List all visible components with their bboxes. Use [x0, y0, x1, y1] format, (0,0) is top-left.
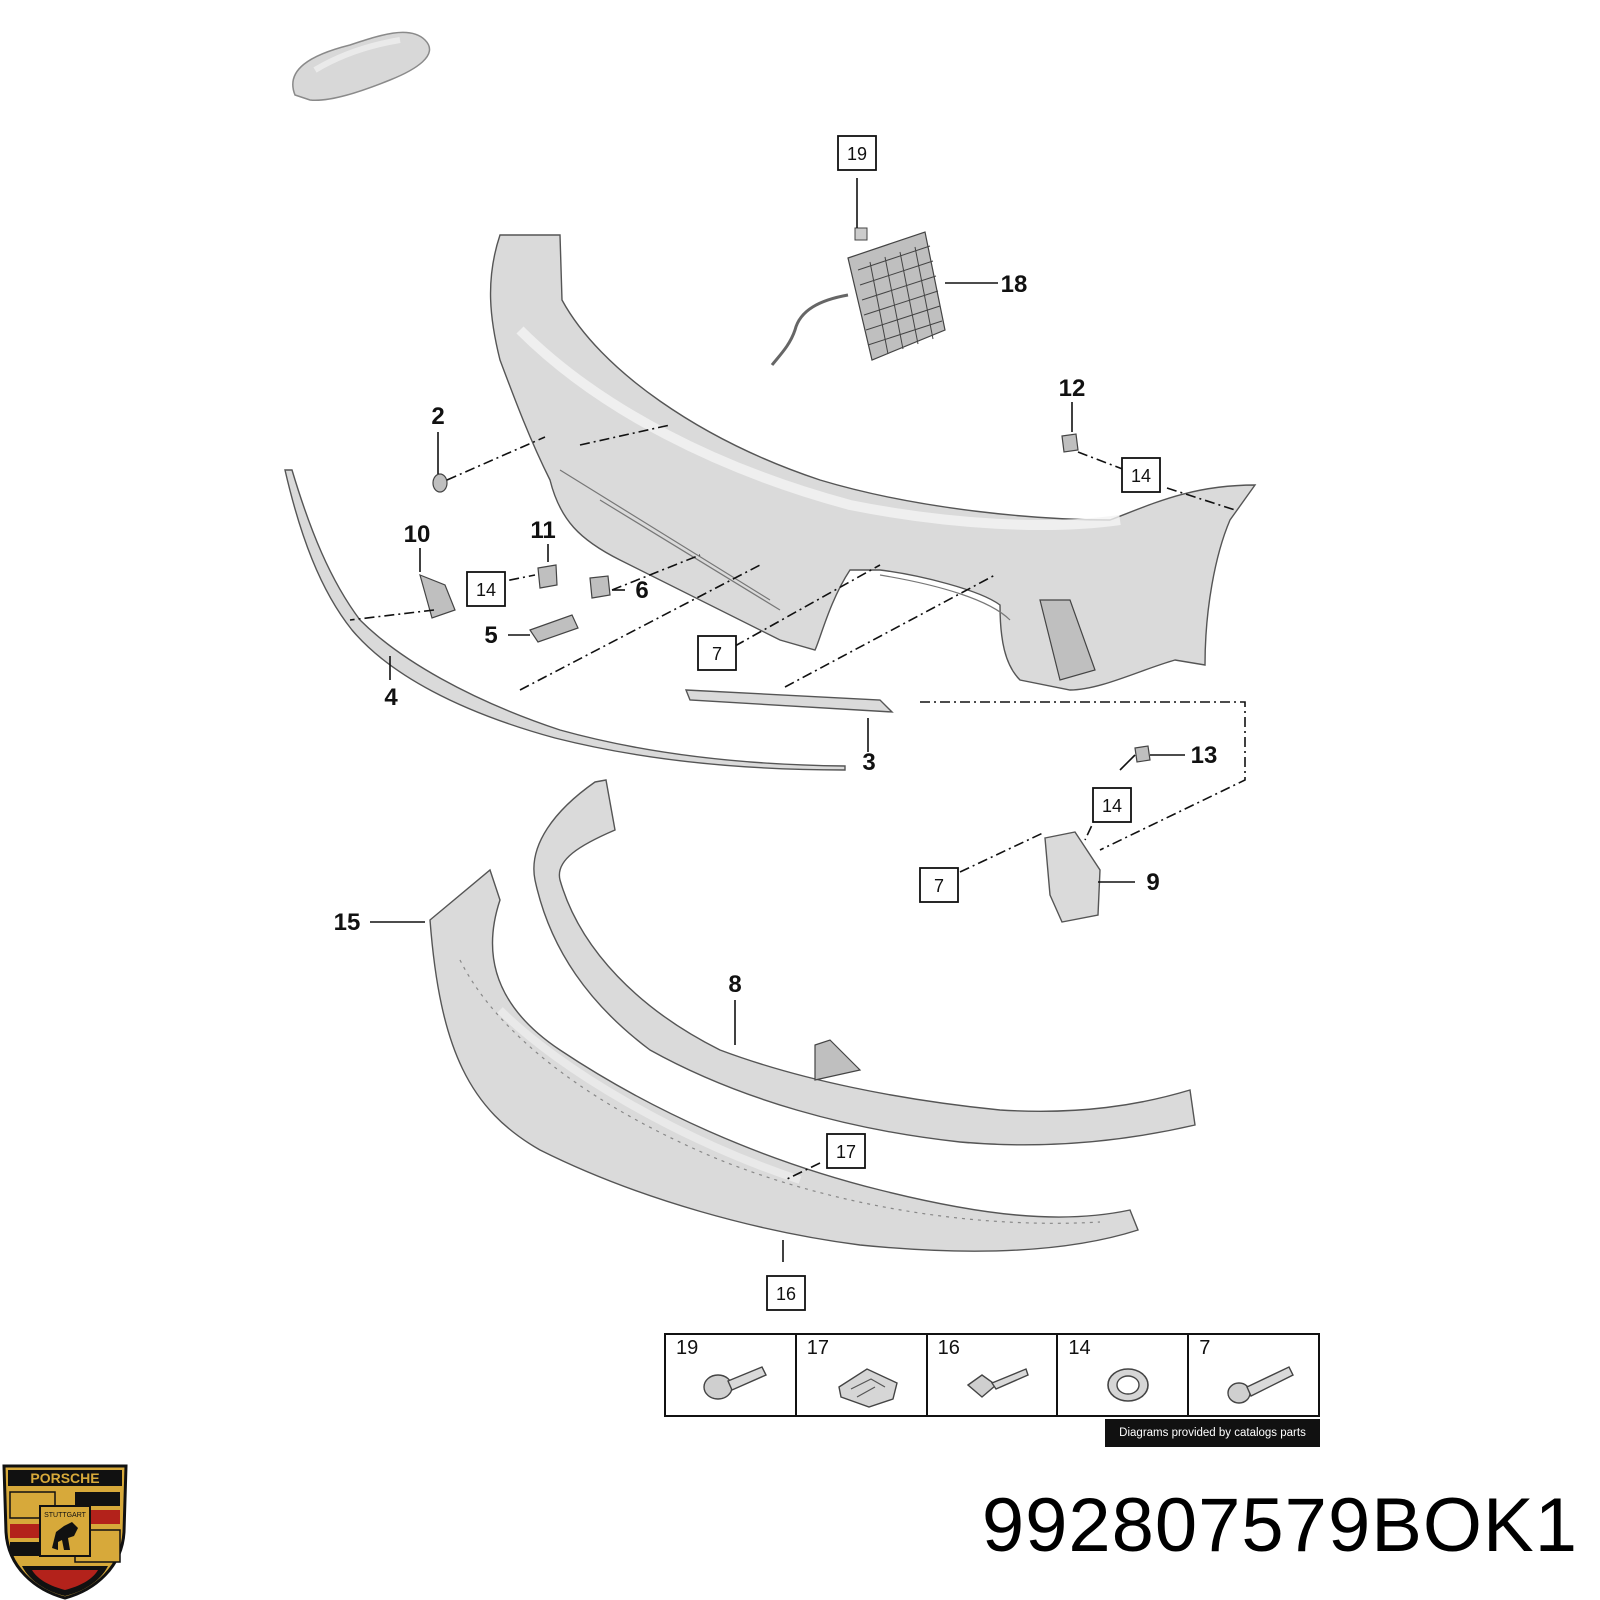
boxed-ref-17: 17 [826, 1133, 866, 1169]
callout-3: 3 [862, 749, 875, 776]
small-fastener-parts [419, 433, 1151, 923]
svg-text:17: 17 [836, 1142, 856, 1162]
legend-number: 14 [1068, 1337, 1091, 1359]
boxed-ref-14-lower: 14 [1092, 787, 1132, 823]
callout-10: 10 [404, 521, 431, 548]
clip-part-12 [1061, 433, 1079, 453]
legend-cell: 17 [797, 1335, 928, 1415]
callout-15: 15 [334, 909, 361, 936]
leader-lines [349, 178, 1246, 1262]
callout-12: 12 [1059, 375, 1086, 402]
callout-8: 8 [728, 971, 741, 998]
vehicle-thumbnail [292, 31, 431, 101]
clip-part-11 [537, 564, 558, 589]
callout-18: 18 [1001, 271, 1028, 298]
callout-11: 11 [530, 517, 555, 544]
trim-strip-part [284, 469, 846, 771]
callout-5: 5 [484, 622, 497, 649]
svg-text:14: 14 [476, 580, 496, 600]
svg-text:14: 14 [1131, 466, 1151, 486]
callout-2: 2 [431, 403, 444, 430]
svg-text:16: 16 [776, 1284, 796, 1304]
bracket-part-5 [529, 614, 579, 643]
legend-number: 16 [937, 1337, 960, 1359]
svg-text:14: 14 [1102, 796, 1122, 816]
callout-numbers: 2 10 11 6 5 4 3 12 13 9 18 15 8 [334, 271, 1218, 998]
legend-number: 7 [1199, 1337, 1211, 1359]
callout-4: 4 [384, 684, 398, 711]
cap-part [432, 473, 448, 493]
fastener-legend-table: 19 17 16 14 [664, 1333, 1320, 1417]
control-unit-part [770, 227, 946, 366]
clip-part-13 [1134, 745, 1151, 763]
clip-part-6 [589, 575, 611, 599]
lower-spoiler-part [429, 868, 1139, 1252]
boxed-ref-14-left: 14 [466, 571, 506, 607]
ring-nut-icon [1107, 1368, 1150, 1402]
horse-icon [52, 1522, 78, 1550]
legend-number: 19 [676, 1337, 699, 1359]
callout-13: 13 [1191, 742, 1218, 769]
small-strip-part [684, 689, 894, 713]
screw-icon [966, 1368, 1029, 1398]
boxed-ref-7-lower: 7 [919, 867, 959, 903]
callout-9: 9 [1146, 869, 1159, 896]
clip-icon [838, 1368, 898, 1408]
bolt-long-icon [1227, 1366, 1295, 1404]
legend-cell: 19 [666, 1335, 797, 1415]
part-number-label: 992807579BOK1 [981, 1483, 1578, 1568]
crest-city-text: STUTTGART [44, 1512, 87, 1519]
crest-wordmark: PORSCHE [30, 1470, 99, 1486]
svg-text:7: 7 [934, 876, 944, 896]
bracket-part-9 [1044, 831, 1101, 923]
bumper-cover [489, 234, 1257, 691]
boxed-reference-labels: 19 14 14 7 14 7 17 16 [466, 135, 1161, 1311]
boxed-ref-16: 16 [766, 1275, 806, 1311]
legend-cell: 14 [1058, 1335, 1190, 1415]
boxed-ref-19-top: 19 [837, 135, 877, 171]
bracket-part-10 [419, 573, 456, 619]
callout-6: 6 [635, 577, 648, 604]
lower-trim-part [533, 779, 1196, 1146]
legend-number: 17 [806, 1337, 830, 1359]
porsche-crest-logo: PORSCHE STUTTGART [2, 1464, 128, 1600]
svg-text:19: 19 [847, 144, 867, 164]
boxed-ref-14-right: 14 [1121, 457, 1161, 493]
svg-text:7: 7 [712, 644, 722, 664]
boxed-ref-7-center: 7 [697, 635, 737, 671]
diagram-credit: Diagrams provided by catalogs parts [1105, 1419, 1320, 1447]
legend-cell: 7 [1189, 1335, 1318, 1415]
legend-cell: 16 [928, 1335, 1059, 1415]
bolt-icon [703, 1366, 767, 1400]
